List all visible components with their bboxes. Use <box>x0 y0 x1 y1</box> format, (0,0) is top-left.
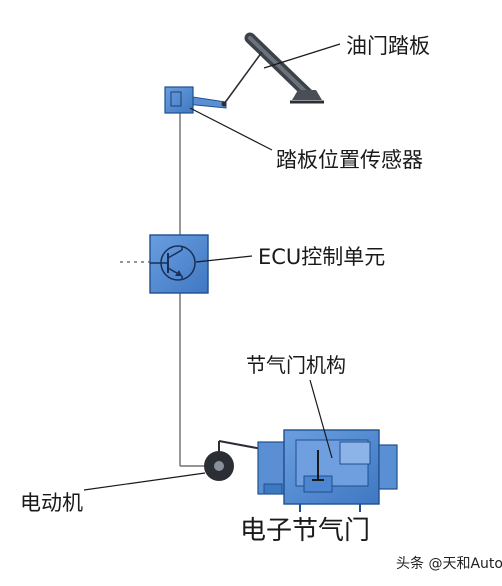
leader-lines <box>83 43 341 491</box>
label-ecu-unit: ECU控制单元 <box>258 245 386 269</box>
watermark: 头条 @天和Auto <box>396 556 502 572</box>
electric-motor <box>204 440 263 481</box>
accelerator-pedal <box>244 32 324 104</box>
label-pedal-position-sensor: 踏板位置传感器 <box>276 148 423 172</box>
pedal-position-sensor <box>164 86 194 114</box>
throttle-body <box>257 429 398 512</box>
label-accelerator-pedal: 油门踏板 <box>346 34 430 58</box>
label-throttle-mechanism: 节气门机构 <box>246 353 346 377</box>
pedal-linkage <box>185 51 263 109</box>
label-electric-motor: 电动机 <box>20 491 83 515</box>
label-electronic-throttle: 电子节气门 <box>240 516 371 546</box>
signal-wires <box>120 110 216 467</box>
ecu-unit <box>149 234 209 294</box>
